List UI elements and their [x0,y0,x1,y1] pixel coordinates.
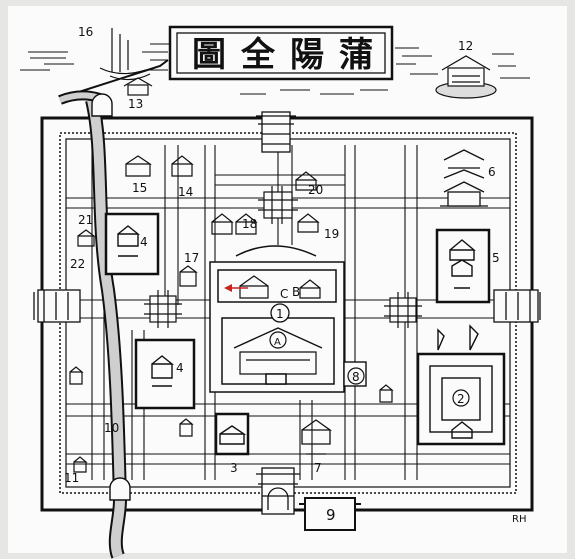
wharf-13 [59,59,169,99]
small-buildings [69,155,394,473]
gate-east [493,289,541,323]
river-canal [58,90,131,559]
compound-3 [214,412,250,456]
title-char-4: 蒲 [339,35,373,75]
temple-7 [301,419,333,455]
marker-1-circle [270,303,290,323]
label-5: 5 [492,251,500,265]
label-6: 6 [488,165,496,179]
label-21: 21 [78,213,93,227]
marker-2-circle [452,389,470,407]
artist-signature: RH [512,514,526,525]
label-2: 2 [457,392,465,406]
gate-west [33,289,81,323]
palace-compound [209,245,345,393]
label-22: 22 [70,257,85,271]
red-arrow [224,284,248,292]
gate-north [256,111,296,153]
pagoda-6 [440,149,488,207]
label-16: 16 [78,25,93,39]
label-10: 10 [104,421,119,435]
label-B: B [292,285,300,299]
title-cartouche: 圖 全 陽 蒲 [168,25,394,81]
compound-4-south [134,338,196,410]
compound-4-north [104,212,160,276]
label-9: 9 [326,506,336,524]
label-17: 17 [184,251,199,265]
label-15: 15 [132,181,147,195]
label-20: 20 [308,183,323,197]
label-4a: 4 [140,235,148,249]
label-A: A [274,337,281,348]
label-14: 14 [178,185,193,199]
label-18: 18 [242,217,257,231]
label-19: 19 [324,227,339,241]
water-lines [20,43,530,95]
label-12: 12 [458,39,473,53]
island-temple-12 [435,55,497,99]
title-char-1: 圖 [192,35,226,75]
compound-5 [435,228,491,304]
label-4b: 4 [176,361,184,375]
label-C: C [280,287,288,301]
marker-8-circle [347,367,365,385]
gate-south [256,467,300,515]
label-8: 8 [352,370,360,384]
label-7: 7 [314,461,322,475]
title-char-3: 陽 [290,35,324,75]
gate-9-box [299,497,361,531]
crossroad-towers [144,186,422,328]
label-13: 13 [128,97,143,111]
label-1: 1 [276,307,284,321]
title-char-2: 全 [240,35,276,75]
marker-A-circle [269,331,287,349]
label-11: 11 [64,471,79,485]
label-3: 3 [230,461,238,475]
